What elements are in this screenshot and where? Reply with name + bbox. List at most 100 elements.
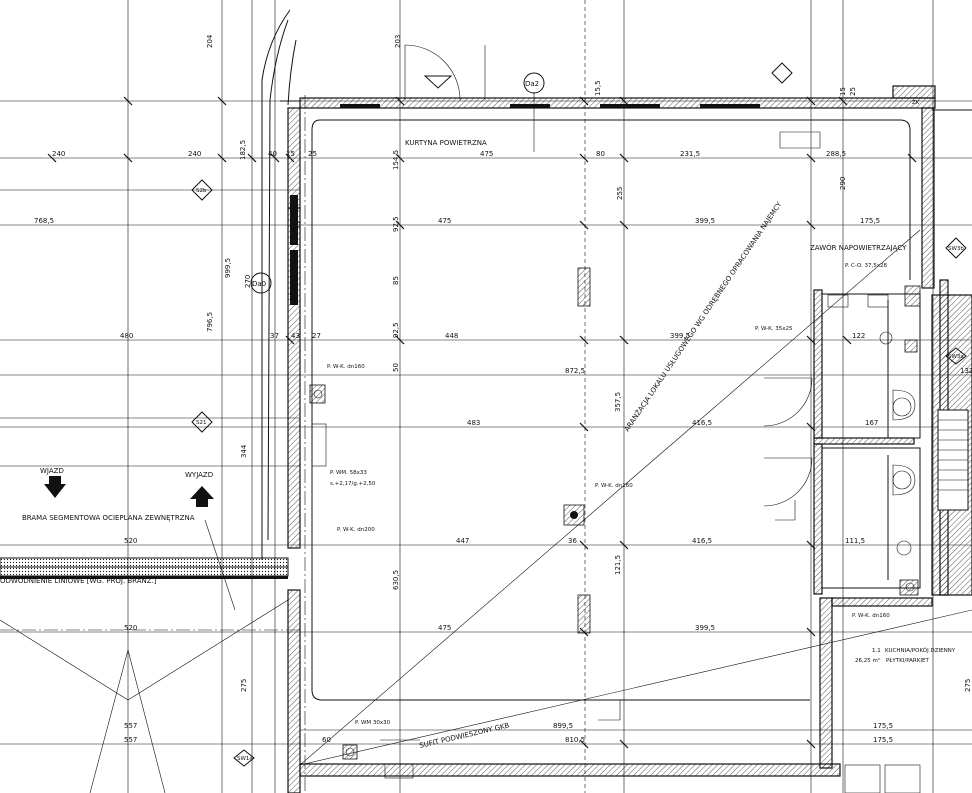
dimension-d557a: 557: [124, 722, 137, 730]
dimension-d43: 43: [291, 332, 300, 340]
room-name: KUCHNIA/POKÓJ DZIENNY: [885, 647, 956, 654]
dimension-d1215: 121,5: [614, 555, 622, 575]
pwkdn160-a-label: P. W-K. dn160: [327, 364, 365, 370]
pwkdn160-c-label: P. W-K. dn160: [852, 613, 890, 619]
ceiling-outline: [299, 119, 972, 766]
bathroom-partitions: [763, 289, 972, 596]
dimension-d1755c: 175,5: [873, 736, 893, 744]
pwk35-label: P. W-K. 35x25: [755, 326, 793, 332]
dimension-d275a: 275: [240, 679, 248, 692]
s2b-marker-label: S2b: [196, 188, 207, 194]
pwm58-level-label: s.+2,17/g.+2,50: [330, 481, 376, 487]
dimension-d520a: 520: [124, 537, 137, 545]
aranzacja-label: ARANŻACJA LOKALU USŁUGOWEGO WG ODRĘBNEGO…: [622, 199, 784, 433]
dimension-d2315: 231,5: [680, 150, 700, 158]
dimension-d37: 37: [270, 332, 279, 340]
odwodnienie-label: ODWODNIENIE LINIOWE [WG. PROJ. BRANŻ.]: [0, 576, 157, 585]
zk-label: ZK: [912, 100, 920, 106]
dimension-d8725: 872,5: [565, 367, 585, 375]
dimension-d483: 483: [467, 419, 480, 427]
tick-marks: [47, 96, 917, 749]
dimension-d447: 447: [456, 537, 469, 545]
dimension-d122: 122: [852, 332, 865, 340]
dimension-d240b: 240: [188, 150, 201, 158]
wyjazd-label: WYJAZD: [185, 471, 213, 479]
dimension-d3575: 357,5: [614, 392, 622, 412]
zawor-label: ZAWÓR NAPOWIETRZAJĄCY: [810, 243, 907, 252]
dimension-d8105: 810,5: [565, 736, 585, 744]
garage-gate: [0, 476, 289, 793]
dimension-d167: 167: [865, 419, 878, 427]
dimension-d344: 344: [240, 444, 248, 458]
dimension-d204: 204: [206, 34, 214, 48]
dimension-d60: 60: [322, 736, 331, 744]
dimension-d7685: 768,5: [34, 217, 54, 225]
dimension-d3995a: 399,5: [695, 217, 715, 225]
dimension-d1755a: 175,5: [860, 217, 880, 225]
dimension-d9995: 999,5: [224, 258, 232, 278]
dimension-d270: 270: [244, 275, 252, 288]
kurtyna-label: KURTYNA POWIETRZNA: [405, 139, 487, 147]
pwm58-label: P. WM. 58x33: [330, 470, 367, 476]
dimension-d25a: 25: [849, 87, 857, 96]
sufit-label: SUFIT PODWIESZONY GKB: [419, 721, 511, 750]
room-number: 1.1: [872, 648, 881, 654]
da0-marker-label: Da0: [252, 280, 266, 288]
dimension-d132: 132: [960, 367, 972, 375]
dimension-d1755b: 175,5: [873, 722, 893, 730]
sw3a-marker-label: SW3a: [948, 354, 964, 360]
dimension-d95: 95: [294, 221, 302, 230]
dimension-d1115: 111,5: [845, 537, 865, 545]
dimension-texts: 204 203 15,5 15 25 240 240 182,5 40 15 2…: [34, 34, 972, 744]
dimension-d2885: 288,5: [826, 150, 846, 158]
room-area: 26,25 m²: [855, 657, 880, 664]
dimension-d925a: 92,5: [392, 216, 400, 232]
dimension-d40: 40: [268, 150, 277, 158]
da2-marker-label: Da2: [525, 80, 539, 88]
dimension-d8995: 899,5: [553, 722, 573, 730]
columns: [290, 195, 921, 760]
wjazd-label: WJAZD: [40, 467, 64, 475]
dimension-d275b: 275: [964, 679, 972, 692]
dimension-d925b: 92,5: [392, 322, 400, 338]
dimension-d1525: 15: [839, 87, 847, 96]
dimension-d4165b: 416,5: [692, 537, 712, 545]
dimension-d240a: 240: [52, 150, 65, 158]
dimension-d448: 448: [445, 332, 458, 340]
dimension-d15: 15: [286, 150, 295, 158]
room-floor: PŁYTKI/PARKIET: [886, 658, 929, 664]
pwm30-label: P. WM 30x30: [355, 720, 391, 726]
dimension-d1545: 154,5: [392, 150, 400, 170]
dimension-d480: 480: [120, 332, 133, 340]
brama-label: BRAMA SEGMENTOWA OCIEPLANA ZEWNĘTRZNA: [22, 514, 195, 522]
pwkdn160-b-label: P. W-K. dn160: [595, 483, 633, 489]
dimension-d7965: 796,5: [206, 312, 214, 332]
dimension-d475c: 475: [438, 624, 451, 632]
section-markers: [191, 62, 967, 767]
entrance-door: [261, 9, 535, 560]
sw1a-marker-label: SW1a: [237, 756, 253, 762]
dimension-d80: 80: [596, 150, 605, 158]
fixtures: [313, 131, 921, 793]
dimension-d155: 15,5: [594, 80, 602, 96]
dimension-d27: 27: [312, 332, 321, 340]
dimension-d25b: 25: [308, 150, 317, 158]
dimension-d520b: 520: [124, 624, 137, 632]
dimension-d475a: 475: [480, 150, 493, 158]
pco-label: P. C-O. 37,5x28: [845, 263, 888, 269]
exterior-walls: [287, 85, 949, 793]
sw3b-marker-label: SW3b: [948, 246, 964, 252]
dimension-d255: 255: [616, 187, 624, 200]
dimension-d3995c: 399,5: [695, 624, 715, 632]
dimension-d3995b: 399,5: [670, 332, 690, 340]
dimension-d290: 290: [839, 177, 847, 190]
dimension-d50: 50: [392, 363, 400, 372]
dimension-d36: 36: [568, 537, 577, 545]
s21-marker-label: S21: [196, 420, 207, 426]
dimension-d4165a: 416,5: [692, 419, 712, 427]
dimension-d475b: 475: [438, 217, 451, 225]
dimension-d85: 85: [392, 276, 400, 285]
dimension-d557b: 557: [124, 736, 137, 744]
